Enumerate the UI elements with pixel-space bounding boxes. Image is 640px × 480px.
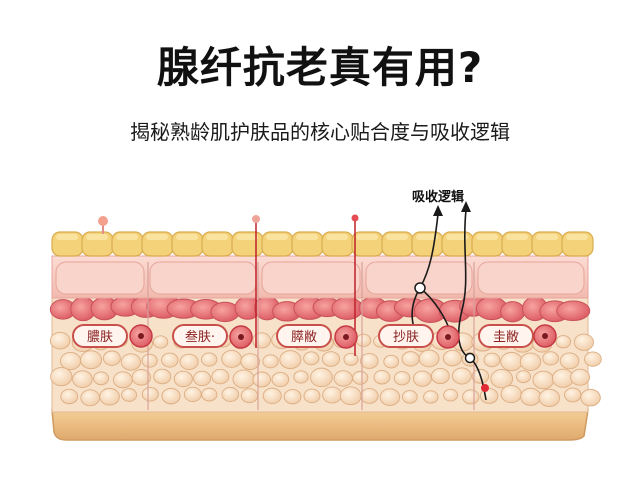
surface-cell-layer	[51, 231, 594, 257]
red-cell-band	[49, 293, 591, 324]
absorption-node	[464, 352, 476, 364]
layer-label-2: 叁肤·	[172, 324, 228, 348]
marker-dots	[129, 324, 557, 349]
layer-label-4: 抄肤	[378, 324, 434, 348]
page-title: 腺纤抗老真有用?	[156, 43, 484, 92]
absorption-target	[481, 384, 489, 392]
absorption-label: 吸收逻辑	[412, 190, 465, 205]
base-layer	[51, 409, 589, 441]
page-subtitle: 揭秘熟龄肌护肤品的核心贴合度与吸收逻辑	[130, 120, 510, 144]
layer-label-1: 膿肤	[72, 324, 128, 348]
epidermis-segments	[55, 261, 585, 295]
absorption-node	[414, 282, 426, 294]
layer-label-5: 圭敝	[478, 324, 534, 348]
layer-label-3: 膵敝	[276, 324, 332, 348]
